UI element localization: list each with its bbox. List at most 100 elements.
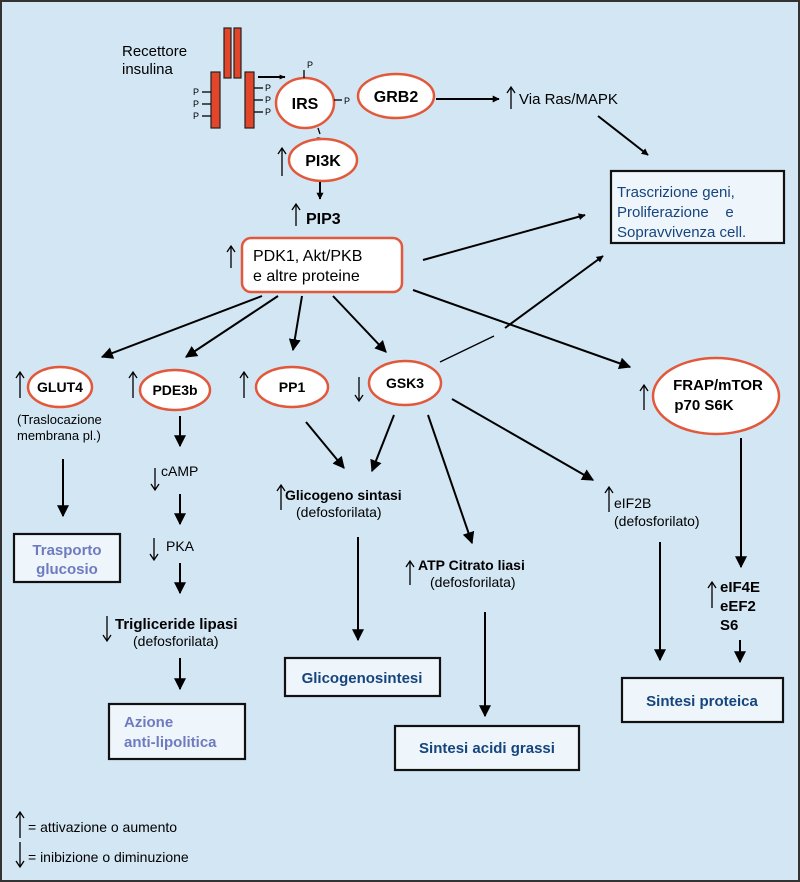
- up-arrow-icon: [226, 244, 236, 268]
- sintesi-acidi-label: Sintesi acidi grassi: [419, 740, 555, 757]
- receptor-p-label: P: [193, 99, 199, 109]
- receptor-p-label: P: [193, 111, 199, 121]
- grb2-node: [356, 72, 436, 120]
- arrow-pdk1-gsk3: [332, 295, 387, 353]
- trasporto-label: Trasporto: [32, 542, 101, 559]
- glicogenosintesi-label: Glicogenosintesi: [302, 670, 423, 687]
- irs-p-label: P: [344, 96, 350, 106]
- pdk1-label: PDK1, Akt/PKB: [253, 248, 362, 265]
- eif2b-note: (defosforilato): [614, 513, 700, 529]
- trigliceride-label: Trigliceride lipasi: [115, 616, 238, 633]
- legend: = attivazione o aumento = inibizione o d…: [15, 810, 189, 869]
- s6-label: S6: [720, 617, 738, 634]
- pip3-label: PIP3: [306, 211, 341, 228]
- trascrizione-box: [609, 169, 786, 245]
- pi3k-node: [287, 137, 359, 183]
- insulin-receptor: P P P P P P: [193, 27, 271, 129]
- azione-label: Azione: [124, 714, 173, 731]
- arrow-pdk1-pde3b: [184, 295, 279, 358]
- glicogenosintesi-box: [283, 656, 442, 698]
- down-arrow-icon: [149, 538, 159, 562]
- atp-citrato-label: ATP Citrato liasi: [418, 557, 525, 573]
- via-ras-label: Via Ras/MAPK: [519, 91, 618, 108]
- atp-citrato-note: (defosforilata): [430, 574, 516, 590]
- sintesi-acidi-box: [393, 724, 581, 772]
- up-arrow-icon: [277, 146, 287, 176]
- glut4-node: [26, 365, 94, 409]
- up-arrow-icon: [291, 202, 301, 226]
- receptor-p-label: P: [265, 107, 271, 117]
- up-arrow-icon: [405, 559, 415, 585]
- down-arrow-icon: [102, 616, 112, 643]
- down-arrow-icon: [354, 377, 364, 403]
- irs-p-label: P: [307, 60, 313, 70]
- glicogeno-sintasi-note: (defosforilata): [296, 504, 382, 520]
- arrow-gsk3-atp: [427, 414, 475, 545]
- down-arrow-icon: [15, 842, 25, 869]
- glut4-label: GLUT4: [37, 379, 83, 395]
- camp-label: cAMP: [161, 463, 198, 479]
- frap-mtor-node: [651, 356, 781, 436]
- up-arrow-icon: [128, 370, 138, 398]
- arrow-pdk1-glut4: [100, 295, 263, 359]
- line-gsk3-trascrizione: [439, 335, 495, 363]
- arrow-gsk3-eif2b: [451, 398, 595, 481]
- azione-box: [107, 702, 247, 761]
- azione-label: anti-lipolitica: [124, 734, 217, 751]
- eif4e-label: eIF4E: [720, 579, 760, 596]
- gsk3-label: GSK3: [386, 375, 424, 391]
- receptor-p-label: P: [193, 87, 199, 97]
- pka-label: PKA: [166, 538, 195, 554]
- receptor-alpha-left: [223, 27, 232, 79]
- frap-mtor-label: p70 S6K: [674, 397, 733, 414]
- legend-down-label: = inibizione o diminuzione: [28, 849, 189, 865]
- trascrizione-label: Proliferazione e: [617, 204, 734, 221]
- glut4-note: membrana pl.): [17, 428, 101, 443]
- arrow-ras-trascrizione: [597, 115, 649, 156]
- irs-node: [274, 76, 336, 130]
- pde3b-node: [138, 368, 212, 412]
- arrow-pp1-glicogeno: [305, 421, 345, 469]
- up-arrow-icon: [15, 810, 25, 838]
- gsk3-node: [367, 359, 443, 407]
- receptor-label: Recettore: [122, 43, 187, 60]
- sintesi-proteica-box: [620, 676, 785, 724]
- arrow-pdk1-trascrizione: [422, 213, 586, 261]
- pde3b-label: PDE3b: [152, 382, 197, 398]
- arrow-pdk1-frap: [412, 289, 632, 370]
- up-arrow-icon: [15, 370, 25, 398]
- pdk1-box: [240, 236, 404, 294]
- receptor-label: insulina: [122, 61, 174, 78]
- trasporto-box: [12, 532, 122, 584]
- up-arrow-icon: [604, 485, 614, 512]
- up-arrow-icon: [506, 85, 516, 109]
- arrow-gsk3-trascrizione: [504, 255, 604, 329]
- up-arrow-icon: [239, 370, 249, 398]
- pp1-node: [254, 365, 330, 409]
- sintesi-proteica-label: Sintesi proteica: [646, 693, 758, 710]
- trascrizione-label: Sopravvivenza cell.: [617, 224, 746, 241]
- pi3k-label: PI3K: [305, 153, 341, 170]
- glicogeno-sintasi-label: Glicogeno sintasi: [285, 487, 402, 503]
- irs-label: IRS: [292, 96, 319, 113]
- trasporto-label: glucosio: [36, 561, 98, 578]
- eef2-label: eEF2: [720, 598, 756, 615]
- grb2-label: GRB2: [374, 89, 419, 106]
- glut4-note: (Traslocazione: [17, 412, 102, 427]
- receptor-beta-right: [244, 71, 255, 129]
- pp1-label: PP1: [279, 379, 306, 395]
- up-arrow-icon: [276, 483, 286, 510]
- pdk1-label: e altre proteine: [253, 268, 360, 285]
- down-arrow-icon: [150, 468, 160, 492]
- receptor-alpha-right: [233, 27, 242, 79]
- eif2b-label: eIF2B: [614, 495, 651, 511]
- legend-up-label: = attivazione o aumento: [28, 819, 177, 835]
- trigliceride-note: (defosforilata): [133, 633, 219, 649]
- arrow-pdk1-pp1: [288, 295, 303, 352]
- trascrizione-label: Trascrizione geni,: [617, 184, 735, 201]
- arrow-gsk3-glicogeno: [370, 414, 395, 473]
- receptor-beta-left: [210, 71, 221, 129]
- receptor-p-label: P: [265, 83, 271, 93]
- up-arrow-icon: [707, 580, 717, 608]
